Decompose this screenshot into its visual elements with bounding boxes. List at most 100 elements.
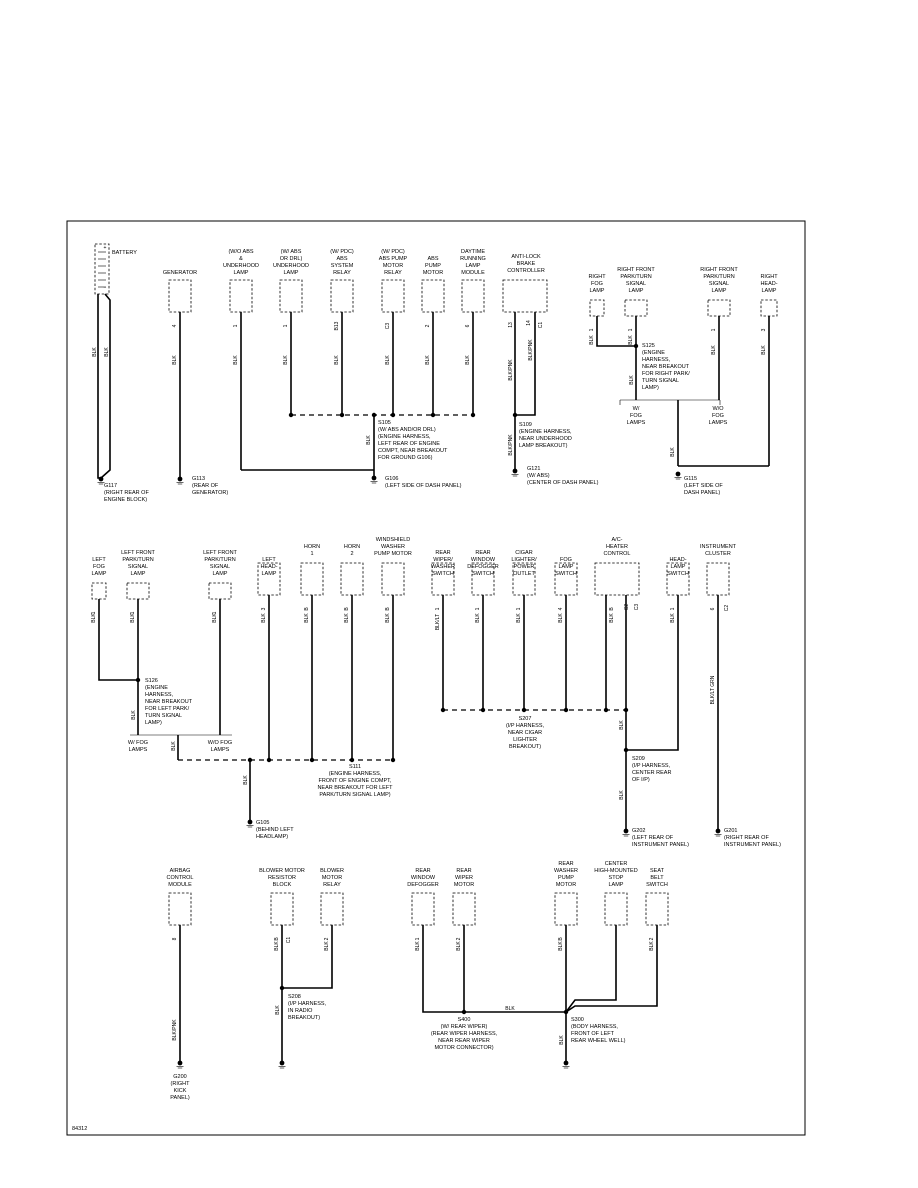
right-headlamp-label: RIGHT xyxy=(760,274,778,280)
abs-controller-pin-c1: C1 xyxy=(538,322,544,329)
g202-ground-icon xyxy=(623,828,629,834)
s208-wire-color: BLK xyxy=(275,1005,281,1015)
s207-label: BREAKOUT) xyxy=(509,744,541,750)
g121-label: (W/ ABS) xyxy=(527,473,550,479)
battery-wire-1 xyxy=(97,294,101,479)
headlamp-switch-pin: 1 xyxy=(670,607,676,610)
left-fog-wire xyxy=(98,599,138,681)
rear-washer-pump-motor-wire-color: BLK xyxy=(558,941,564,951)
w-fog-lamps-note: W/ xyxy=(633,406,640,412)
s400-dot xyxy=(461,1009,467,1015)
s209-dot xyxy=(623,747,629,753)
rear-window-defogger-connector xyxy=(411,892,435,926)
s126-label: NEAR BREAKOUT xyxy=(145,699,193,705)
horn-1-label: 1 xyxy=(310,551,313,557)
ac-heater-pin-c2: C2 xyxy=(624,604,630,611)
anti-lock-brake-controller-label: BRAKE xyxy=(517,261,536,267)
s208-label: IN RADIO xyxy=(288,1008,313,1014)
g115-ground-icon xyxy=(675,471,681,477)
g200-label: PANEL) xyxy=(170,1095,190,1101)
wo-abs-underhood-label: & xyxy=(239,256,243,262)
w-fog-lamps-note: FOG xyxy=(630,413,642,419)
drl-module-wire-color: BLK xyxy=(465,355,471,365)
washer-pump-motor-wire-color: BLK xyxy=(385,613,391,623)
abs-system-relay-wire-color: BLK xyxy=(334,355,340,365)
right-fog-lamp-label: RIGHT xyxy=(588,274,606,280)
abs-controller-wire-color: BLK/PNK xyxy=(508,359,514,381)
s400-label: (W/ REAR WIPER) xyxy=(441,1024,488,1030)
left-front-park-turn-2-label: LEFT FRONT xyxy=(203,550,237,556)
g105-wire-color: BLK xyxy=(243,775,249,785)
wo-abs-underhood-label: UNDERHOOD xyxy=(223,263,259,269)
g202-label: INSTRUMENT PANEL) xyxy=(632,842,689,848)
s126-dot xyxy=(135,677,141,683)
blower-motor-resistor-wire-color: BLK xyxy=(274,941,280,951)
left-front-park-turn-2-wire-color: BLK xyxy=(212,613,218,623)
s109-dot xyxy=(512,412,518,418)
rear-washer-pump-motor-label: MOTOR xyxy=(556,882,576,888)
s105-label: LEFT REAR OF ENGINE xyxy=(378,441,440,447)
headlamp-switch-label: HEAD- xyxy=(669,557,686,563)
fog-lamp-switch-label: FOG xyxy=(560,557,572,563)
washer-pump-motor-label: WINDSHIELD xyxy=(376,537,411,543)
left-front-park-turn-1-label: LEFT FRONT xyxy=(121,550,155,556)
s207-label: (I/P HARNESS, xyxy=(506,723,545,729)
instrument-cluster-label: CLUSTER xyxy=(705,551,731,557)
s126-label: TURN SIGNAL xyxy=(145,713,182,719)
s111-label: FRONT OF ENGINE COMPT, xyxy=(319,778,392,784)
rear-washer-pump-motor-pin: B xyxy=(558,937,564,941)
w-abs-drl-underhood-label: UNDERHOOD xyxy=(273,263,309,269)
s400-label: NEAR REAR WIPER xyxy=(438,1038,490,1044)
left-headlamp-wire-color: BLK xyxy=(261,613,267,623)
w-abs-drl-underhood-pin: 1 xyxy=(283,324,289,327)
battery-symbol xyxy=(94,243,110,295)
horn-2-pin: B xyxy=(344,607,350,611)
seat-belt-wire xyxy=(565,925,658,1013)
diagram-frame xyxy=(66,220,806,1136)
wo-abs-underhood-label: (W/O ABS xyxy=(228,249,253,255)
g200-ground-icon xyxy=(177,1060,183,1066)
anti-lock-brake-controller-connector xyxy=(502,279,548,313)
abs-pump-motor-label: ABS xyxy=(427,256,438,262)
right-front-park-turn-1-label: RIGHT FRONT xyxy=(617,267,655,273)
s208-label: S208 xyxy=(288,994,301,1000)
rear-wiper-motor-connector xyxy=(452,892,476,926)
drl-module-label: LAMP xyxy=(466,263,481,269)
s105-label: FOR GROUND G106) xyxy=(378,455,433,461)
g105-label: (BEHIND LEFT xyxy=(256,827,294,833)
blower-motor-resistor-label: BLOWER MOTOR xyxy=(259,868,305,874)
battery-minus: − xyxy=(104,285,107,291)
s300-wire-color: BLK xyxy=(559,1035,565,1045)
g201-label: INSTRUMENT PANEL) xyxy=(724,842,781,848)
s125-label: S125 xyxy=(642,343,655,349)
headlamp-switch-wire-color: BLK xyxy=(670,613,676,623)
seat-belt-switch-pin: 2 xyxy=(649,937,655,940)
ac-heater-control-pin: B xyxy=(609,607,615,611)
g117-label: (RIGHT REAR OF xyxy=(104,490,149,496)
generator-connector xyxy=(168,279,192,313)
g105-label: HEADLAMP) xyxy=(256,834,288,840)
wo-abs-underhood-connector xyxy=(229,279,253,313)
rear-washer-pump-motor-label: PUMP xyxy=(558,875,574,881)
s207-junction xyxy=(480,707,486,713)
right-front-park-turn-1-label: PARK/TURN xyxy=(620,274,651,280)
left-headlamp-label: LAMP xyxy=(262,571,277,577)
s209-label: OF I/P) xyxy=(632,777,650,783)
abs-pump-motor-relay-pin: C3 xyxy=(385,323,391,330)
right-fog-wire xyxy=(596,316,636,347)
airbag-control-module-connector xyxy=(168,892,192,926)
instrument-cluster-wire-color: BLK/LT GRN xyxy=(710,675,716,704)
rear-window-defogger-pin: 1 xyxy=(415,937,421,940)
left-fog-lamp-label: LAMP xyxy=(92,571,107,577)
right-headlamp-wire-color: BLK xyxy=(761,345,767,355)
ac-heater-control-wire-color: BLK xyxy=(609,613,615,623)
abs-controller-wire-color-2: BLK/PNK xyxy=(528,339,534,361)
s126-label: LAMP) xyxy=(145,720,162,726)
left-fog-lamp-pin: 1 xyxy=(91,611,97,614)
left-fog-lamp-wire-color: BLK xyxy=(91,613,97,623)
rear-wiper-motor-pin: 2 xyxy=(456,937,462,940)
s207-wire-color: BLK xyxy=(619,720,625,730)
g117-ground-icon xyxy=(98,476,104,482)
fog-lamp-switch-label: LAMP xyxy=(559,564,574,570)
